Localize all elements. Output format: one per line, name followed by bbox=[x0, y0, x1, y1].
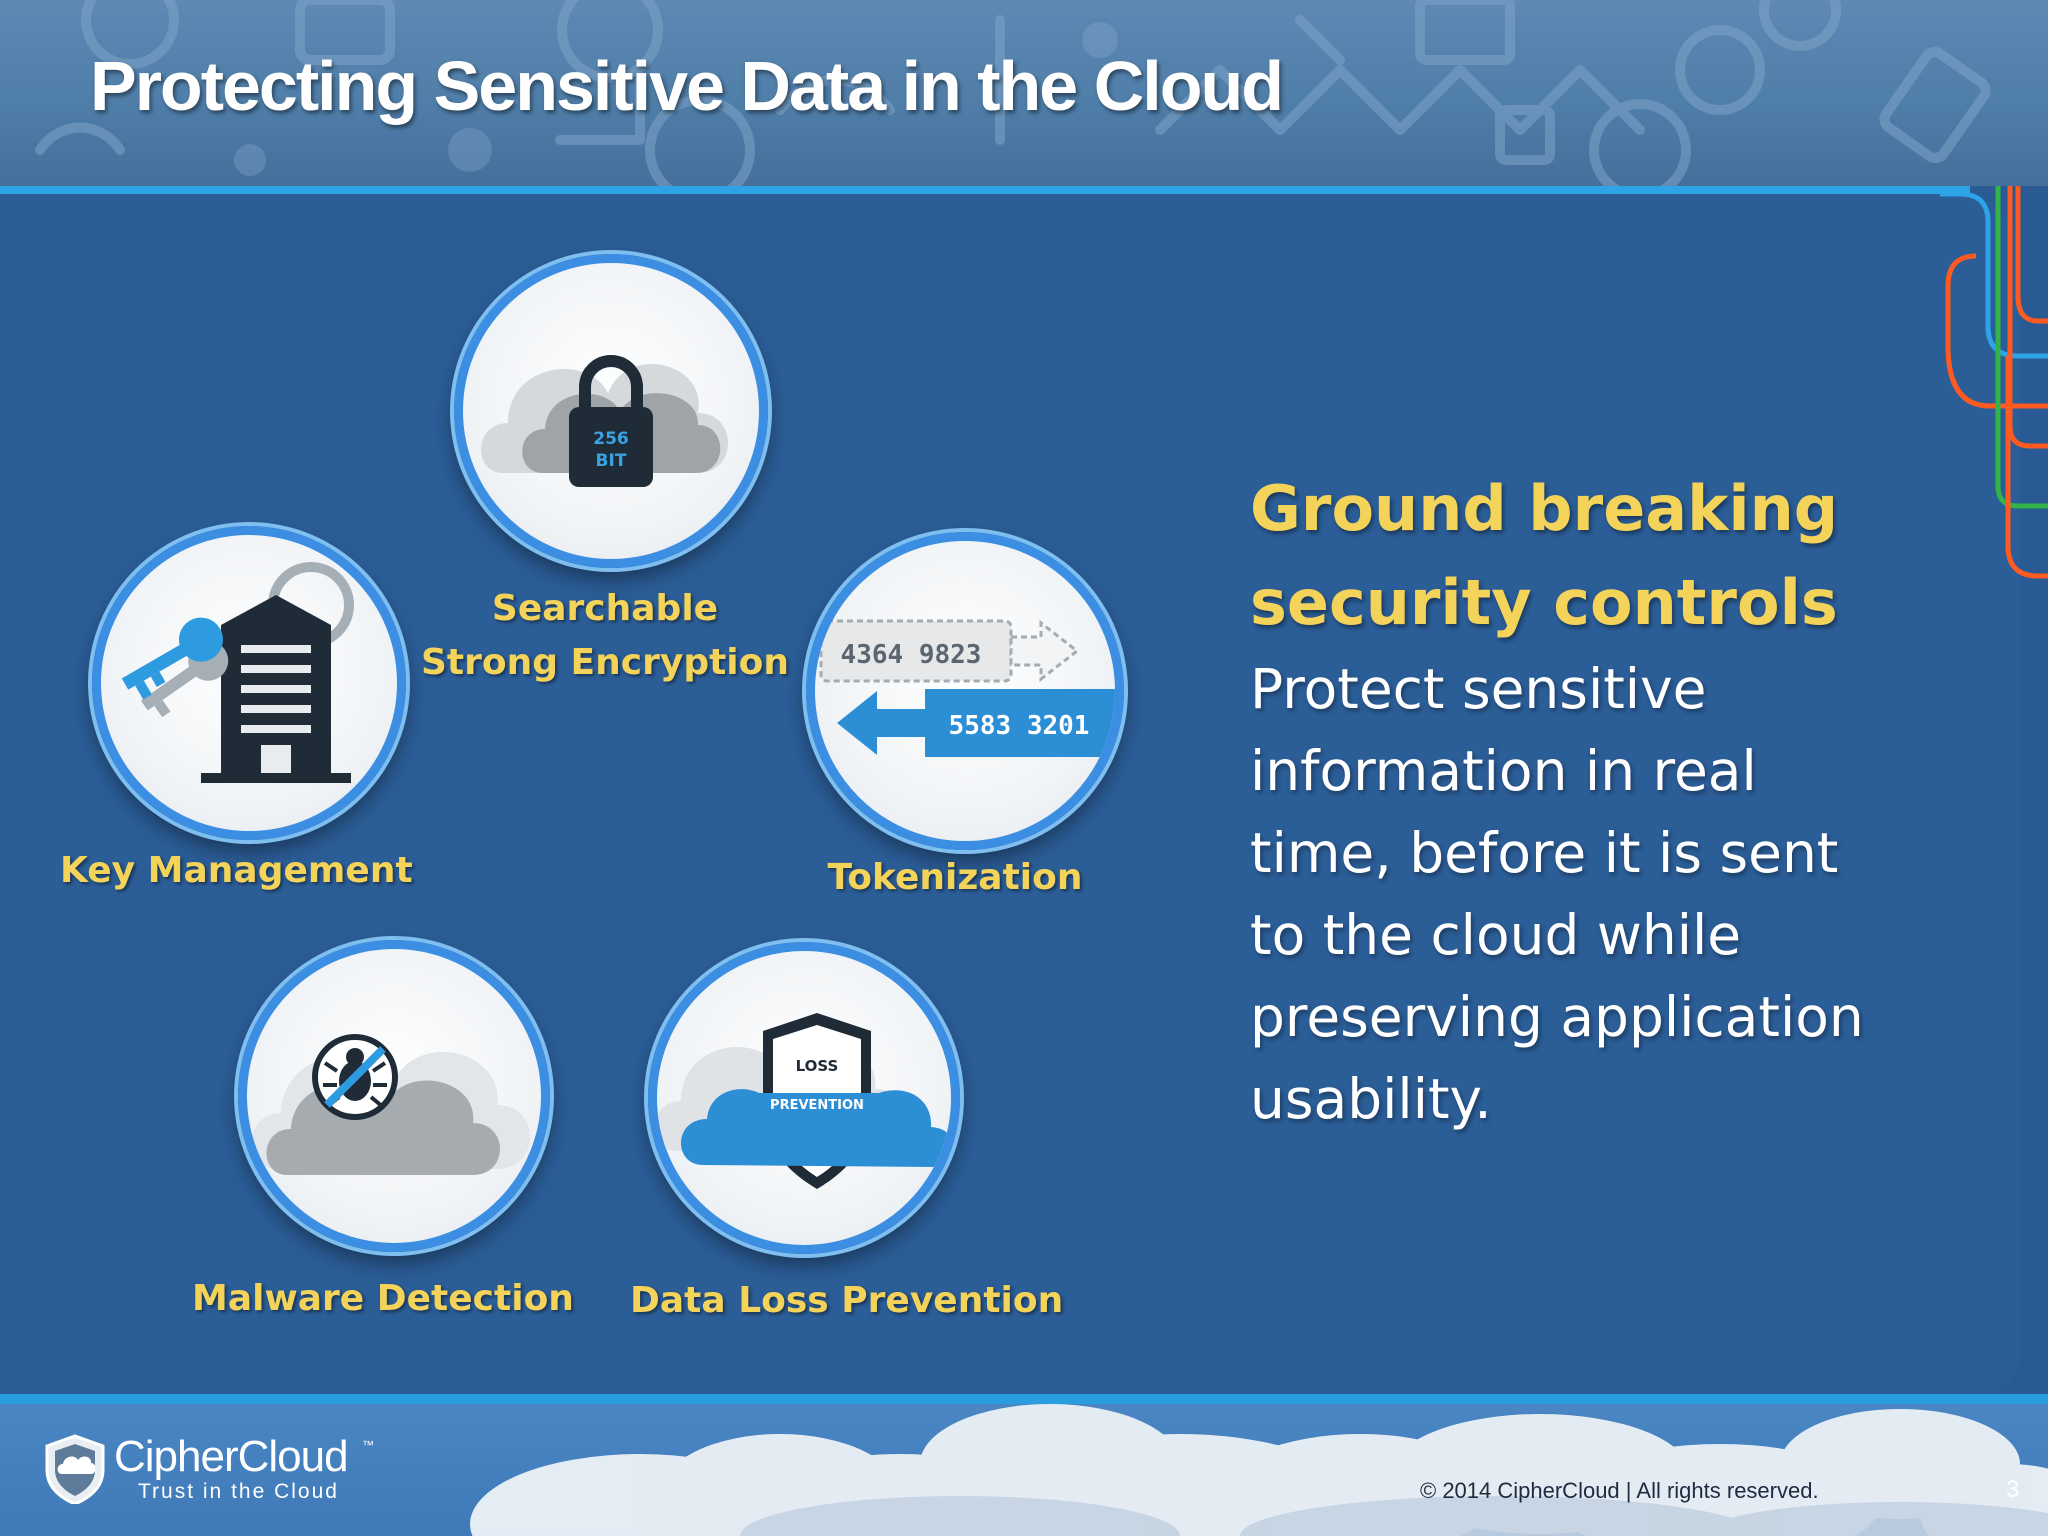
feature-label: Tokenization bbox=[827, 857, 1083, 898]
feature-label: Data Loss Prevention bbox=[630, 1280, 1064, 1321]
malware-circle bbox=[238, 940, 550, 1252]
circuit-lines-decoration bbox=[1940, 186, 2048, 579]
ciphercloud-logo: CipherCloud ™ Trust in the Cloud bbox=[44, 1432, 384, 1522]
brand-name: CipherCloud bbox=[114, 1432, 349, 1481]
encryption-circle: 256 BIT bbox=[454, 254, 768, 568]
slide-header: Protecting Sensitive Data in the Cloud bbox=[0, 0, 2048, 186]
feature-label: Searchable Strong Encryption bbox=[420, 588, 789, 683]
cloud-bug-blocked-icon bbox=[251, 1034, 530, 1175]
feature-label: Malware Detection bbox=[192, 1278, 574, 1319]
slide-title: Protecting Sensitive Data in the Cloud bbox=[90, 47, 1284, 125]
copyright-notice: © 2014 CipherCloud | All rights reserved… bbox=[1420, 1478, 1819, 1503]
dlp-badge-bottom: PREVENTION bbox=[770, 1098, 864, 1113]
callout-body: Protect sensitive information in real ti… bbox=[1250, 657, 1864, 1131]
keys-building-icon bbox=[121, 562, 354, 783]
bit-badge-bottom: BIT bbox=[596, 451, 627, 471]
header-divider bbox=[0, 186, 1970, 194]
shield-cloud-logo-icon bbox=[45, 1434, 105, 1504]
token-value: 5583 3201 bbox=[949, 711, 1090, 741]
key-management-circle bbox=[92, 526, 406, 840]
feature-label: Key Management bbox=[60, 850, 413, 891]
header-pattern-icons bbox=[35, 0, 1991, 186]
tokenization-circle: 4364 9823 5583 3201 bbox=[806, 532, 1124, 850]
dlp-badge-top: LOSS bbox=[796, 1057, 839, 1075]
original-value: 4364 9823 bbox=[841, 640, 982, 670]
bit-badge-top: 256 bbox=[593, 429, 629, 449]
brand-tagline: Trust in the Cloud bbox=[138, 1480, 339, 1503]
token-swap-icon: 4364 9823 5583 3201 bbox=[819, 619, 1115, 757]
footer-divider bbox=[0, 1394, 2048, 1404]
dlp-circle: LOSS PREVENTION bbox=[648, 942, 960, 1254]
footer-clouds-image bbox=[470, 1404, 2048, 1536]
trademark: ™ bbox=[362, 1438, 374, 1452]
slide-footer bbox=[0, 1404, 2048, 1536]
cloud-padlock-icon: 256 BIT bbox=[481, 355, 728, 487]
dlp-shield-cloud-icon: LOSS PREVENTION bbox=[657, 1013, 951, 1189]
page-number: 3 bbox=[2006, 1476, 2020, 1503]
callout-headline: Ground breaking security controls bbox=[1250, 472, 1839, 639]
